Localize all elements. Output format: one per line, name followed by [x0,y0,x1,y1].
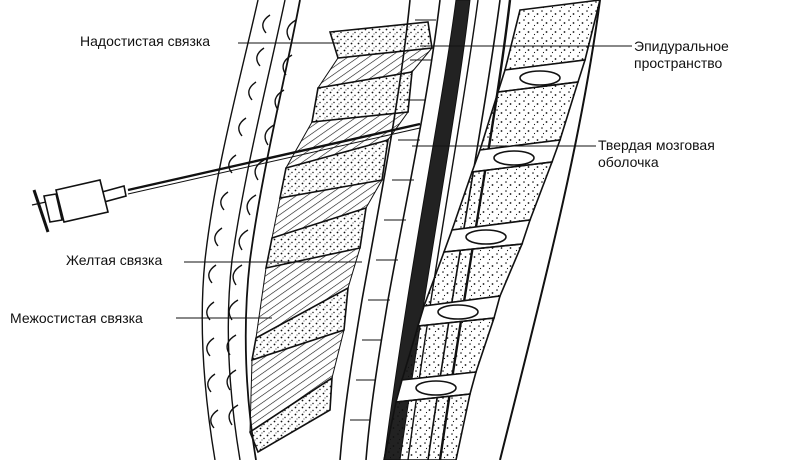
epidural-space-label-line2: пространство [634,55,723,71]
vertebral-bodies [383,0,601,460]
ligamentum-flavum-label: Желтая связка [66,252,163,268]
leader-lines [176,42,632,319]
dura-mater-label-line1: Твердая мозговая [598,137,715,153]
subcutaneous-layer [201,0,301,460]
epidural-space-label-line1: Эпидуральное [634,38,729,54]
dura-mater-label-line2: оболочка [598,154,659,170]
interspinous-ligament-label: Межостистая связка [10,310,143,326]
epidural-needle-syringe [31,122,421,233]
epidural-space-label: Эпидуральное пространство [634,38,729,72]
ligamentum-flavum [339,0,441,460]
supraspinous-ligament-label: Надостистая связка [80,33,211,49]
dura-mater-label: Твердая мозговая оболочка [598,137,715,171]
